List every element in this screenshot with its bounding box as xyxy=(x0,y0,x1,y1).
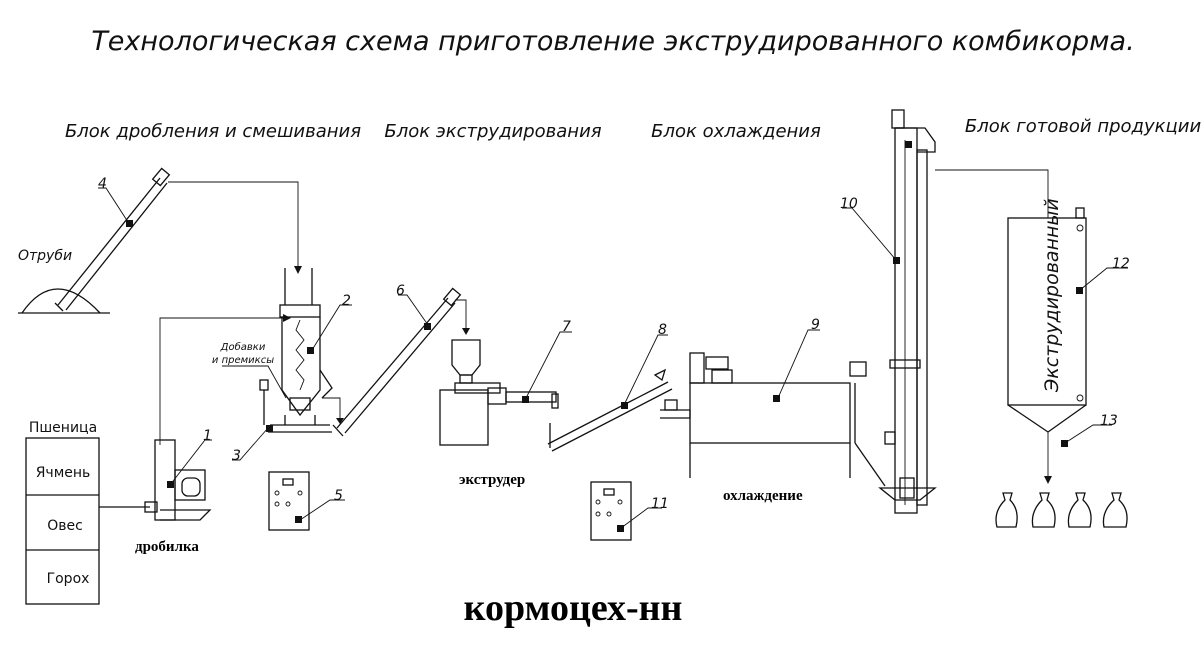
cooling-label: охлаждение xyxy=(723,488,803,504)
callout-12: 12 xyxy=(1112,256,1130,272)
block-heading-extrusion: Блок экструдирования xyxy=(384,121,601,142)
crusher-1 xyxy=(144,439,212,521)
crusher-label: дробилка xyxy=(135,539,199,555)
callout-9: 9 xyxy=(811,317,820,333)
diagram-title: Технологическая схема приготовление экст… xyxy=(91,26,1134,57)
callout-5: 5 xyxy=(334,488,343,504)
callout-leaders xyxy=(98,187,1128,529)
bran-pile xyxy=(18,288,110,314)
callout-4: 4 xyxy=(98,176,107,192)
conveyor-8 xyxy=(547,368,673,452)
callout-2: 2 xyxy=(342,293,351,309)
extruder-7 xyxy=(439,339,559,446)
auger-conveyor-6 xyxy=(332,287,462,437)
crusher-to-mixer-line xyxy=(159,317,285,445)
callout-7: 7 xyxy=(562,319,571,335)
grain-oats: Овес xyxy=(47,518,83,534)
mixer-2 xyxy=(259,268,333,433)
additives-label-2: и премиксы xyxy=(212,355,274,366)
grain-barley: Ячмень xyxy=(36,465,91,481)
bran-feed-line xyxy=(168,181,299,268)
elevator-to-silo-line xyxy=(935,169,1049,218)
silo-text: Экструдированный xyxy=(1041,198,1063,393)
cooler-9 xyxy=(660,352,886,487)
additives-label-1: Добавки xyxy=(220,341,266,353)
callout-numbers: 1 2 3 4 5 6 7 8 9 10 11 12 13 xyxy=(98,176,1130,512)
block-heading-cooling: Блок охлаждения xyxy=(651,121,821,142)
grain-bins xyxy=(25,437,150,605)
auger6-to-extruder-line xyxy=(455,299,467,330)
grain-wheat: Пшеница xyxy=(29,420,97,436)
extruder-label: экструдер xyxy=(459,472,525,488)
callout-11: 11 xyxy=(651,496,669,512)
callout-10: 10 xyxy=(840,196,858,212)
callout-1: 1 xyxy=(203,428,212,444)
bucket-elevator-10 xyxy=(878,109,937,514)
callout-8: 8 xyxy=(658,322,667,338)
block-heading-crushing: Блок дробления и смешивания xyxy=(65,121,361,142)
callout-3: 3 xyxy=(232,448,241,464)
control-panel-5 xyxy=(268,471,310,531)
block-heading-product: Блок готовой продукции xyxy=(965,116,1202,137)
product-bags xyxy=(995,492,1128,528)
callout-13: 13 xyxy=(1100,413,1118,429)
auger-conveyor-4 xyxy=(54,167,171,312)
control-panel-11 xyxy=(590,481,632,541)
grain-peas: Горох xyxy=(47,571,90,587)
watermark: кормоцех-нн xyxy=(464,587,683,629)
callout-6: 6 xyxy=(396,283,405,299)
bran-label: Отруби xyxy=(18,248,72,264)
